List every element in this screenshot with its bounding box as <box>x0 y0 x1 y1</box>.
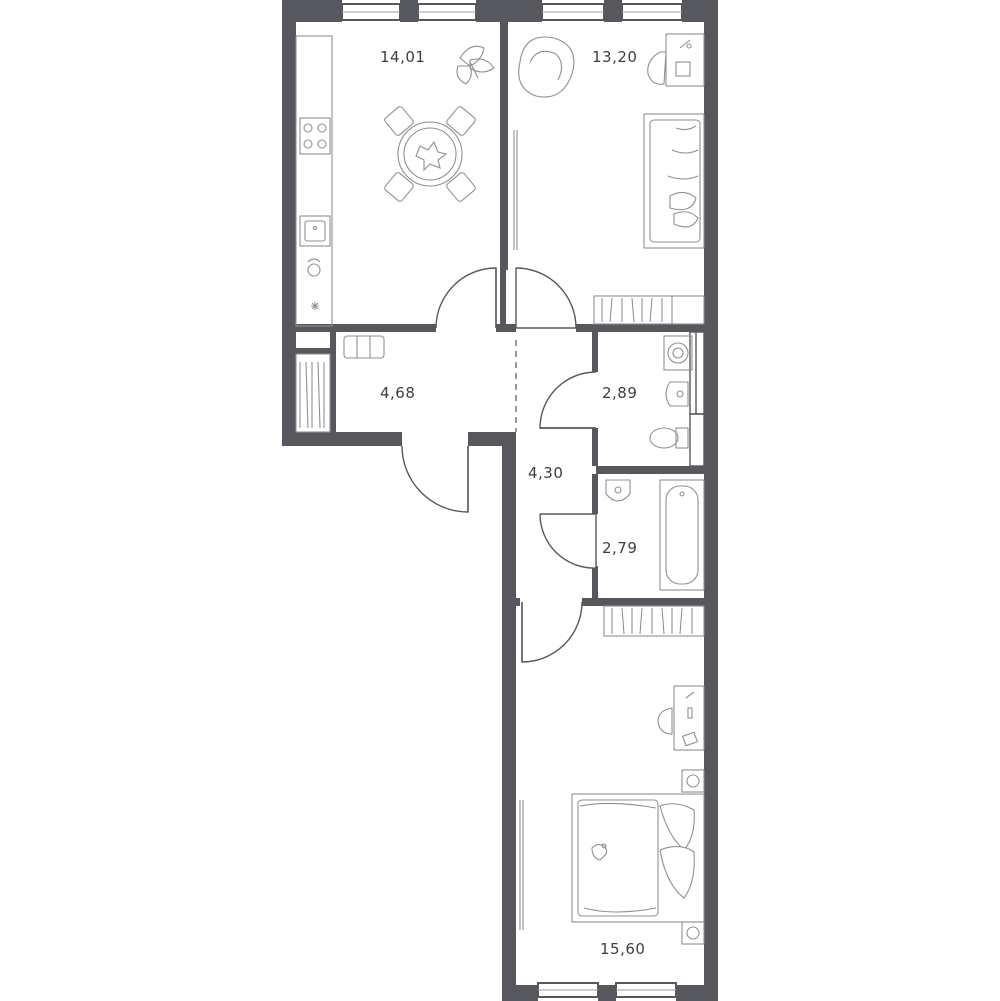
exterior-walls <box>282 0 718 1001</box>
windows <box>341 3 683 998</box>
window-kitchen-1 <box>341 3 401 21</box>
dining-table <box>384 106 476 202</box>
entry-furniture <box>295 335 385 433</box>
kitchen-furniture <box>295 35 495 327</box>
nightstand-top <box>681 769 705 793</box>
bed-top <box>643 113 705 249</box>
interior-walls <box>296 22 704 606</box>
area-label-bedroom-top: 13,20 <box>592 48 637 66</box>
area-labels: 14,01 13,20 4,68 2,89 4,30 2,79 15,60 <box>380 48 645 958</box>
area-label-bedroom-bottom: 15,60 <box>600 940 645 958</box>
curtain-bottom <box>519 800 524 930</box>
sink-icon <box>299 215 331 247</box>
small-plant-icon <box>311 302 319 310</box>
door-bathroom-bottom <box>539 513 597 569</box>
door-entry <box>401 445 469 513</box>
wardrobe-bottom <box>603 605 705 637</box>
kitchen-counter <box>295 35 333 327</box>
window-bedroom-bottom-2 <box>615 982 677 998</box>
window-bedroom-top-2 <box>621 3 683 21</box>
shaft-boxes <box>689 331 705 467</box>
bathroom-top-fixtures <box>649 335 693 449</box>
door-bathroom-top <box>539 371 597 429</box>
window-kitchen-2 <box>417 3 477 21</box>
armchair-icon <box>518 36 575 98</box>
curtain-top <box>513 130 518 250</box>
window-bedroom-top-1 <box>541 3 605 21</box>
area-label-entry: 4,68 <box>380 384 415 402</box>
bathroom-bottom-fixtures <box>605 479 705 591</box>
bedroom-top-furniture <box>513 33 705 325</box>
shoe-bench <box>343 335 385 359</box>
door-bedroom-top <box>515 267 577 329</box>
area-label-hallway: 4,30 <box>528 464 563 482</box>
entry-wardrobe <box>295 353 331 433</box>
bathtub-icon <box>659 479 705 591</box>
bedroom-bottom-furniture <box>519 605 705 945</box>
wardrobe-top <box>593 295 705 325</box>
sink-bath-top-icon <box>665 381 689 407</box>
desk-and-chair <box>647 33 705 87</box>
area-label-bathroom-top: 2,89 <box>602 384 637 402</box>
toilet-top-icon <box>649 427 689 449</box>
sink-bath-bottom-icon <box>605 479 631 502</box>
area-label-kitchen: 14,01 <box>380 48 425 66</box>
door-bedroom-bottom <box>521 601 583 663</box>
washing-machine-icon <box>663 335 693 371</box>
kettle-icon <box>307 258 321 277</box>
window-bedroom-bottom-1 <box>537 982 599 998</box>
monstera-plant-icon <box>456 45 495 85</box>
bed-bottom <box>571 793 705 923</box>
area-label-bathroom-bottom: 2,79 <box>602 539 637 557</box>
doors <box>401 267 597 663</box>
nightstand-bottom <box>681 921 705 945</box>
cooktop-icon <box>299 117 331 155</box>
door-kitchen <box>435 267 497 329</box>
desk-bottom <box>657 685 705 751</box>
